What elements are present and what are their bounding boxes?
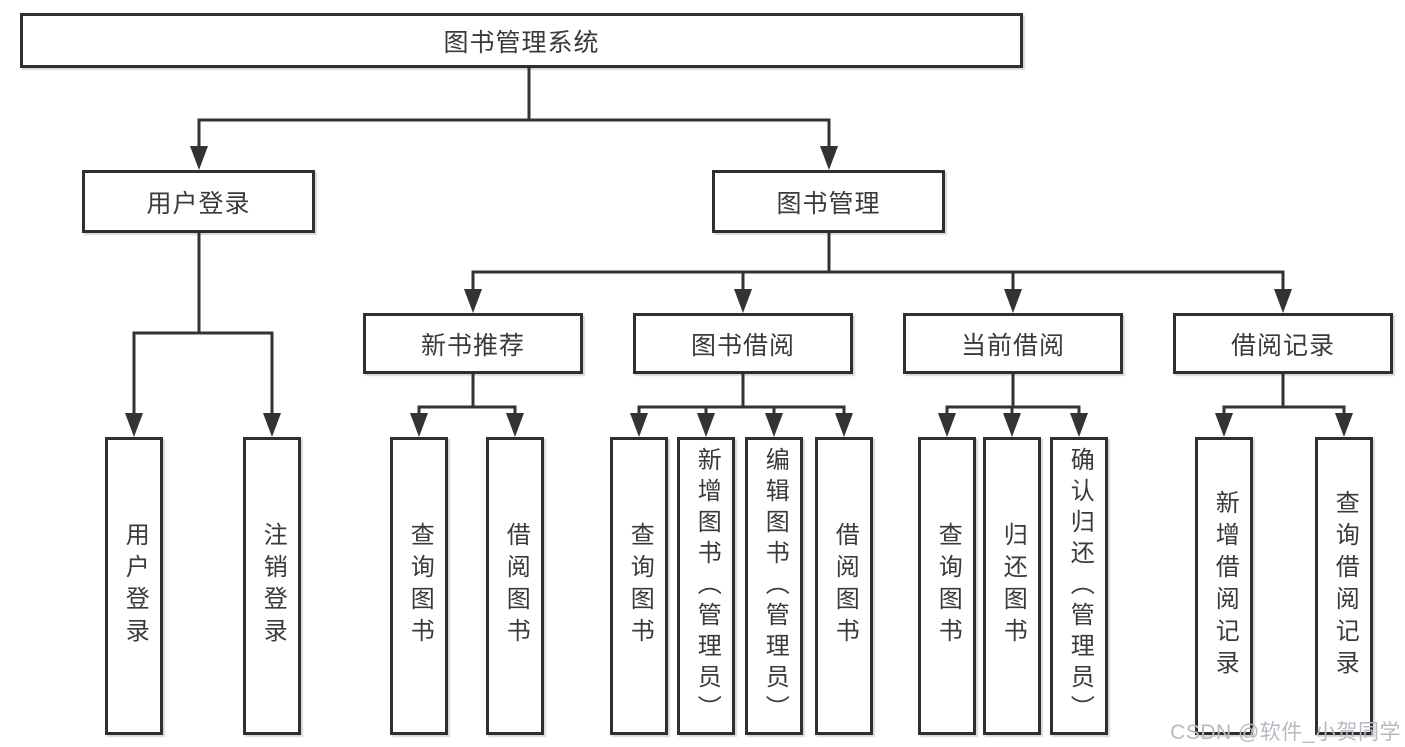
leaf-query-borrow-record-label: 查询借阅记录 (1331, 490, 1359, 682)
leaf-borrow-books-label: 借阅图书 (831, 522, 859, 650)
node-current-borrow: 当前借阅 (903, 313, 1123, 374)
leaf-borrow-books-recommend: 借阅图书 (486, 437, 544, 735)
node-new-book-recommend-label: 新书推荐 (420, 331, 525, 360)
node-root-label: 图书管理系统 (443, 28, 600, 57)
node-book-management: 图书管理 (712, 170, 945, 233)
leaf-return-books-label: 归还图书 (999, 522, 1027, 650)
leaf-confirm-return-admin: 确认归还（管理员） (1050, 437, 1108, 735)
leaf-borrow-books-recommend-label: 借阅图书 (502, 522, 530, 650)
node-new-book-recommend: 新书推荐 (363, 313, 583, 374)
csdn-watermark: CSDN @软件_小贺同学 (1170, 721, 1401, 744)
node-book-borrow: 图书借阅 (633, 313, 853, 374)
leaf-logout-label: 注销登录 (259, 522, 287, 650)
leaf-add-book-admin-label: 新增图书（管理员） (693, 446, 721, 726)
node-current-borrow-label: 当前借阅 (960, 331, 1065, 360)
node-book-management-label: 图书管理 (776, 189, 881, 218)
leaf-add-book-admin: 新增图书（管理员） (677, 437, 735, 735)
leaf-confirm-return-admin-label: 确认归还（管理员） (1066, 446, 1094, 726)
leaf-add-borrow-record: 新增借阅记录 (1195, 437, 1253, 735)
leaf-query-borrow-record: 查询借阅记录 (1315, 437, 1373, 735)
node-borrow-records-label: 借阅记录 (1230, 331, 1335, 360)
leaf-query-books-current: 查询图书 (918, 437, 976, 735)
leaf-edit-book-admin: 编辑图书（管理员） (745, 437, 803, 735)
leaf-user-login-label: 用户登录 (121, 522, 149, 650)
leaf-add-borrow-record-label: 新增借阅记录 (1211, 490, 1239, 682)
node-user-login: 用户登录 (82, 170, 315, 233)
leaf-edit-book-admin-label: 编辑图书（管理员） (761, 446, 789, 726)
leaf-query-books-recommend: 查询图书 (390, 437, 448, 735)
leaf-query-books-current-label: 查询图书 (934, 522, 962, 650)
leaf-borrow-books: 借阅图书 (815, 437, 873, 735)
node-root: 图书管理系统 (20, 13, 1023, 68)
leaf-logout: 注销登录 (243, 437, 301, 735)
node-user-login-label: 用户登录 (146, 189, 251, 218)
leaf-query-books-borrow-label: 查询图书 (626, 522, 654, 650)
leaf-return-books: 归还图书 (983, 437, 1041, 735)
leaf-query-books-borrow: 查询图书 (610, 437, 668, 735)
node-book-borrow-label: 图书借阅 (690, 331, 795, 360)
leaf-query-books-recommend-label: 查询图书 (406, 522, 434, 650)
arrowheads (125, 146, 1353, 437)
leaf-user-login: 用户登录 (105, 437, 163, 735)
node-borrow-records: 借阅记录 (1173, 313, 1393, 374)
